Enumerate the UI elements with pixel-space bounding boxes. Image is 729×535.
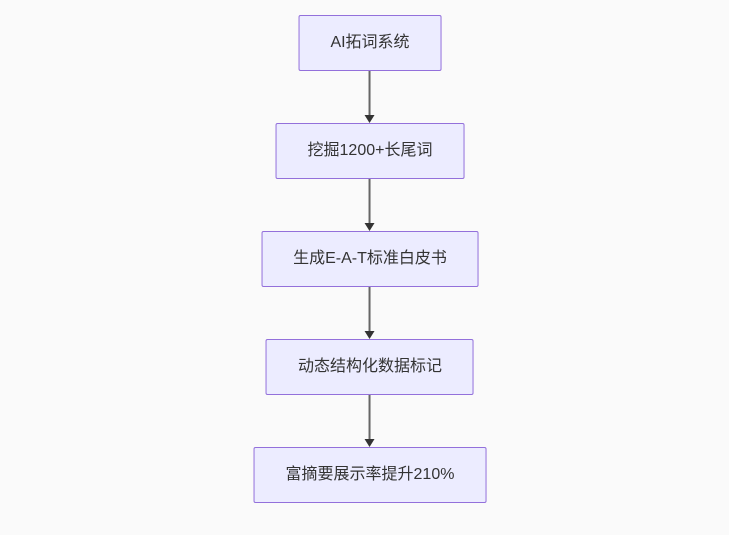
edge-connector-3 — [365, 287, 375, 339]
edge-connector-1 — [365, 71, 375, 123]
flow-node-longtail-keywords: 挖掘1200+长尾词 — [275, 123, 465, 179]
arrow-line — [369, 71, 371, 115]
arrow-line — [369, 179, 371, 223]
arrow-line — [369, 287, 371, 331]
arrow-line — [369, 395, 371, 439]
node-label: 生成E-A-T标准白皮书 — [293, 250, 447, 267]
arrowhead-down-icon — [365, 439, 375, 447]
arrowhead-down-icon — [365, 115, 375, 123]
flow-node-eat-whitepaper: 生成E-A-T标准白皮书 — [261, 231, 479, 287]
flow-node-structured-data-markup: 动态结构化数据标记 — [265, 339, 474, 395]
node-label: 挖掘1200+长尾词 — [307, 142, 433, 159]
arrowhead-down-icon — [365, 331, 375, 339]
arrowhead-down-icon — [365, 223, 375, 231]
flowchart: AI拓词系统 挖掘1200+长尾词 生成E-A-T标准白皮书 动态结构化数据标记… — [253, 15, 487, 503]
flow-node-rich-snippet-rate: 富摘要展示率提升210% — [253, 447, 487, 503]
edge-connector-2 — [365, 179, 375, 231]
flow-node-ai-word-expansion-system: AI拓词系统 — [298, 15, 442, 71]
node-label: 动态结构化数据标记 — [297, 358, 442, 375]
edge-connector-4 — [365, 395, 375, 447]
node-label: AI拓词系统 — [330, 34, 410, 51]
node-label: 富摘要展示率提升210% — [285, 466, 455, 483]
